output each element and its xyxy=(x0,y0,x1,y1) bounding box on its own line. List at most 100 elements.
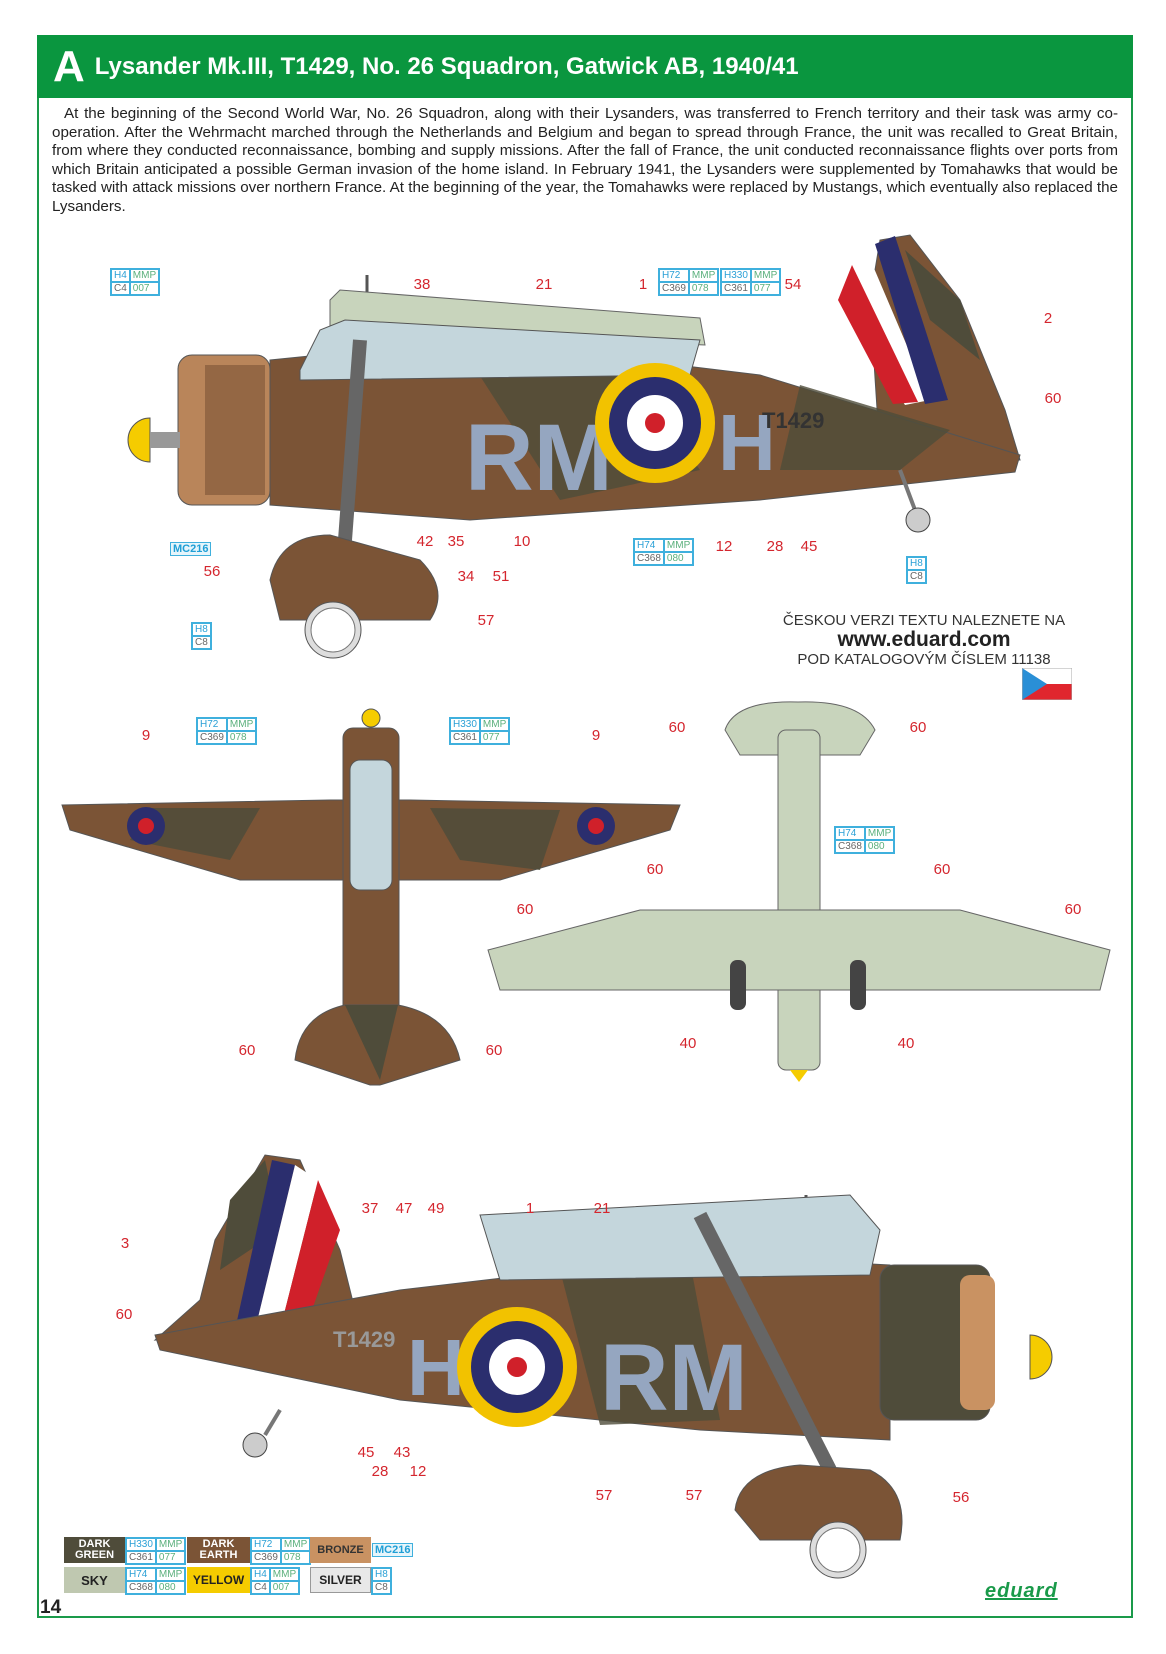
callout: 1 xyxy=(638,276,648,293)
paint-code-cell: MMP xyxy=(226,718,257,731)
callout: 60 xyxy=(115,1306,133,1323)
paint-code-cell: MMP xyxy=(688,269,719,282)
callout: 38 xyxy=(413,276,431,293)
paint-code-cell: H74 xyxy=(126,1568,156,1581)
paint-code-cell: 077 xyxy=(479,731,510,744)
paint-code-cell: 078 xyxy=(280,1551,311,1564)
callout: 54 xyxy=(784,276,802,293)
profile-letter: A xyxy=(53,41,85,91)
paint-code-cell: 078 xyxy=(226,731,257,744)
legend-swatch: DARK EARTH xyxy=(187,1537,250,1563)
paint-code-cell: 080 xyxy=(155,1581,186,1594)
paint-code-cell: C368 xyxy=(835,840,865,853)
callout: 45 xyxy=(357,1444,375,1461)
callout: 9 xyxy=(591,727,601,744)
callout: 28 xyxy=(766,538,784,555)
paint-code-cell: C361 xyxy=(126,1551,156,1564)
legend-swatch: SILVER xyxy=(310,1567,371,1593)
fuselage-roundel xyxy=(595,363,715,483)
legend-swatch: YELLOW xyxy=(187,1567,250,1593)
callout: 21 xyxy=(535,276,553,293)
code-letter-h: H xyxy=(718,398,776,487)
callout: 12 xyxy=(409,1463,427,1480)
paint-code-cell: H72 xyxy=(251,1538,281,1551)
callout: 34 xyxy=(457,568,475,585)
legend-swatch: SKY xyxy=(64,1567,125,1593)
paint-code-cell: H330 xyxy=(721,269,751,282)
callout: 60 xyxy=(933,861,951,878)
paint-code-cell: C4 xyxy=(251,1581,270,1594)
callout: 9 xyxy=(141,727,151,744)
callout: 49 xyxy=(427,1200,445,1217)
callout: 60 xyxy=(646,861,664,878)
callout: 57 xyxy=(595,1487,613,1504)
callout: 40 xyxy=(679,1035,697,1052)
serial-number-right: T1429 xyxy=(333,1327,395,1352)
callout: 60 xyxy=(238,1042,256,1059)
paint-code-cell: C369 xyxy=(197,731,227,744)
paint-code-cell: 007 xyxy=(129,282,160,295)
page-number: 14 xyxy=(40,1597,62,1618)
profile-title: Lysander Mk.III, T1429, No. 26 Squadron,… xyxy=(94,52,799,80)
paint-code-cell: H330 xyxy=(126,1538,156,1551)
paint-code-cell: MMP xyxy=(155,1568,186,1581)
paint-code-cell: MMP xyxy=(479,718,510,731)
paint-code-cell: MMP xyxy=(155,1538,186,1551)
legend-codes: MC216 xyxy=(372,1543,414,1557)
legend-swatch: BRONZE xyxy=(310,1537,371,1563)
fuselage-roundel-right xyxy=(457,1307,577,1427)
paint-code-cell: C368 xyxy=(126,1581,156,1594)
callout: 1 xyxy=(525,1200,535,1217)
callout: 2 xyxy=(1043,310,1053,327)
callout: 60 xyxy=(485,1042,503,1059)
callout: 57 xyxy=(477,612,495,629)
callout: 28 xyxy=(371,1463,389,1480)
callout: 56 xyxy=(952,1489,970,1506)
callout: 60 xyxy=(516,901,534,918)
callout: 43 xyxy=(393,1444,411,1461)
callout: 60 xyxy=(1044,390,1062,407)
eduard-url[interactable]: www.eduard.com xyxy=(837,628,1011,651)
code-letters-rm-right: RM xyxy=(600,1325,748,1431)
paint-code-cell: C8 xyxy=(372,1581,391,1594)
paint-code-cell: H72 xyxy=(197,718,227,731)
callout: 35 xyxy=(447,533,465,550)
callout: 51 xyxy=(492,568,510,585)
paint-code-cell: C8 xyxy=(907,570,926,583)
paint-code-cell: MMP xyxy=(129,269,160,282)
callout: 60 xyxy=(909,719,927,736)
callout: 3 xyxy=(120,1235,130,1252)
paint-code-cell: H4 xyxy=(111,269,130,282)
profile-header: A Lysander Mk.III, T1429, No. 26 Squadro… xyxy=(37,35,1133,98)
serial-number: T1429 xyxy=(762,408,824,433)
underside-view xyxy=(487,701,1111,1082)
callout: 12 xyxy=(715,538,733,555)
paint-code-cell: H74 xyxy=(634,539,664,552)
paint-code-cell: H4 xyxy=(251,1568,270,1581)
callout: 60 xyxy=(668,719,686,736)
paint-code-bronze: MC216 xyxy=(170,542,212,556)
eduard-logo: eduard xyxy=(985,1580,1058,1602)
paint-code-cell: 007 xyxy=(269,1581,300,1594)
czech-version-note: ČESKOU VERZI TEXTU NALEZNETE NA www.edua… xyxy=(760,612,1088,668)
callout: 10 xyxy=(513,533,531,550)
paint-code-cell: MMP xyxy=(280,1538,311,1551)
paint-code-cell: C361 xyxy=(721,282,751,295)
paint-code-cell: H8 xyxy=(192,623,211,636)
top-view xyxy=(61,708,681,1086)
paint-code-cell: H8 xyxy=(907,557,926,570)
history-text: At the beginning of the Second World War… xyxy=(52,105,1118,215)
paint-code-cell: MMP xyxy=(864,827,895,840)
